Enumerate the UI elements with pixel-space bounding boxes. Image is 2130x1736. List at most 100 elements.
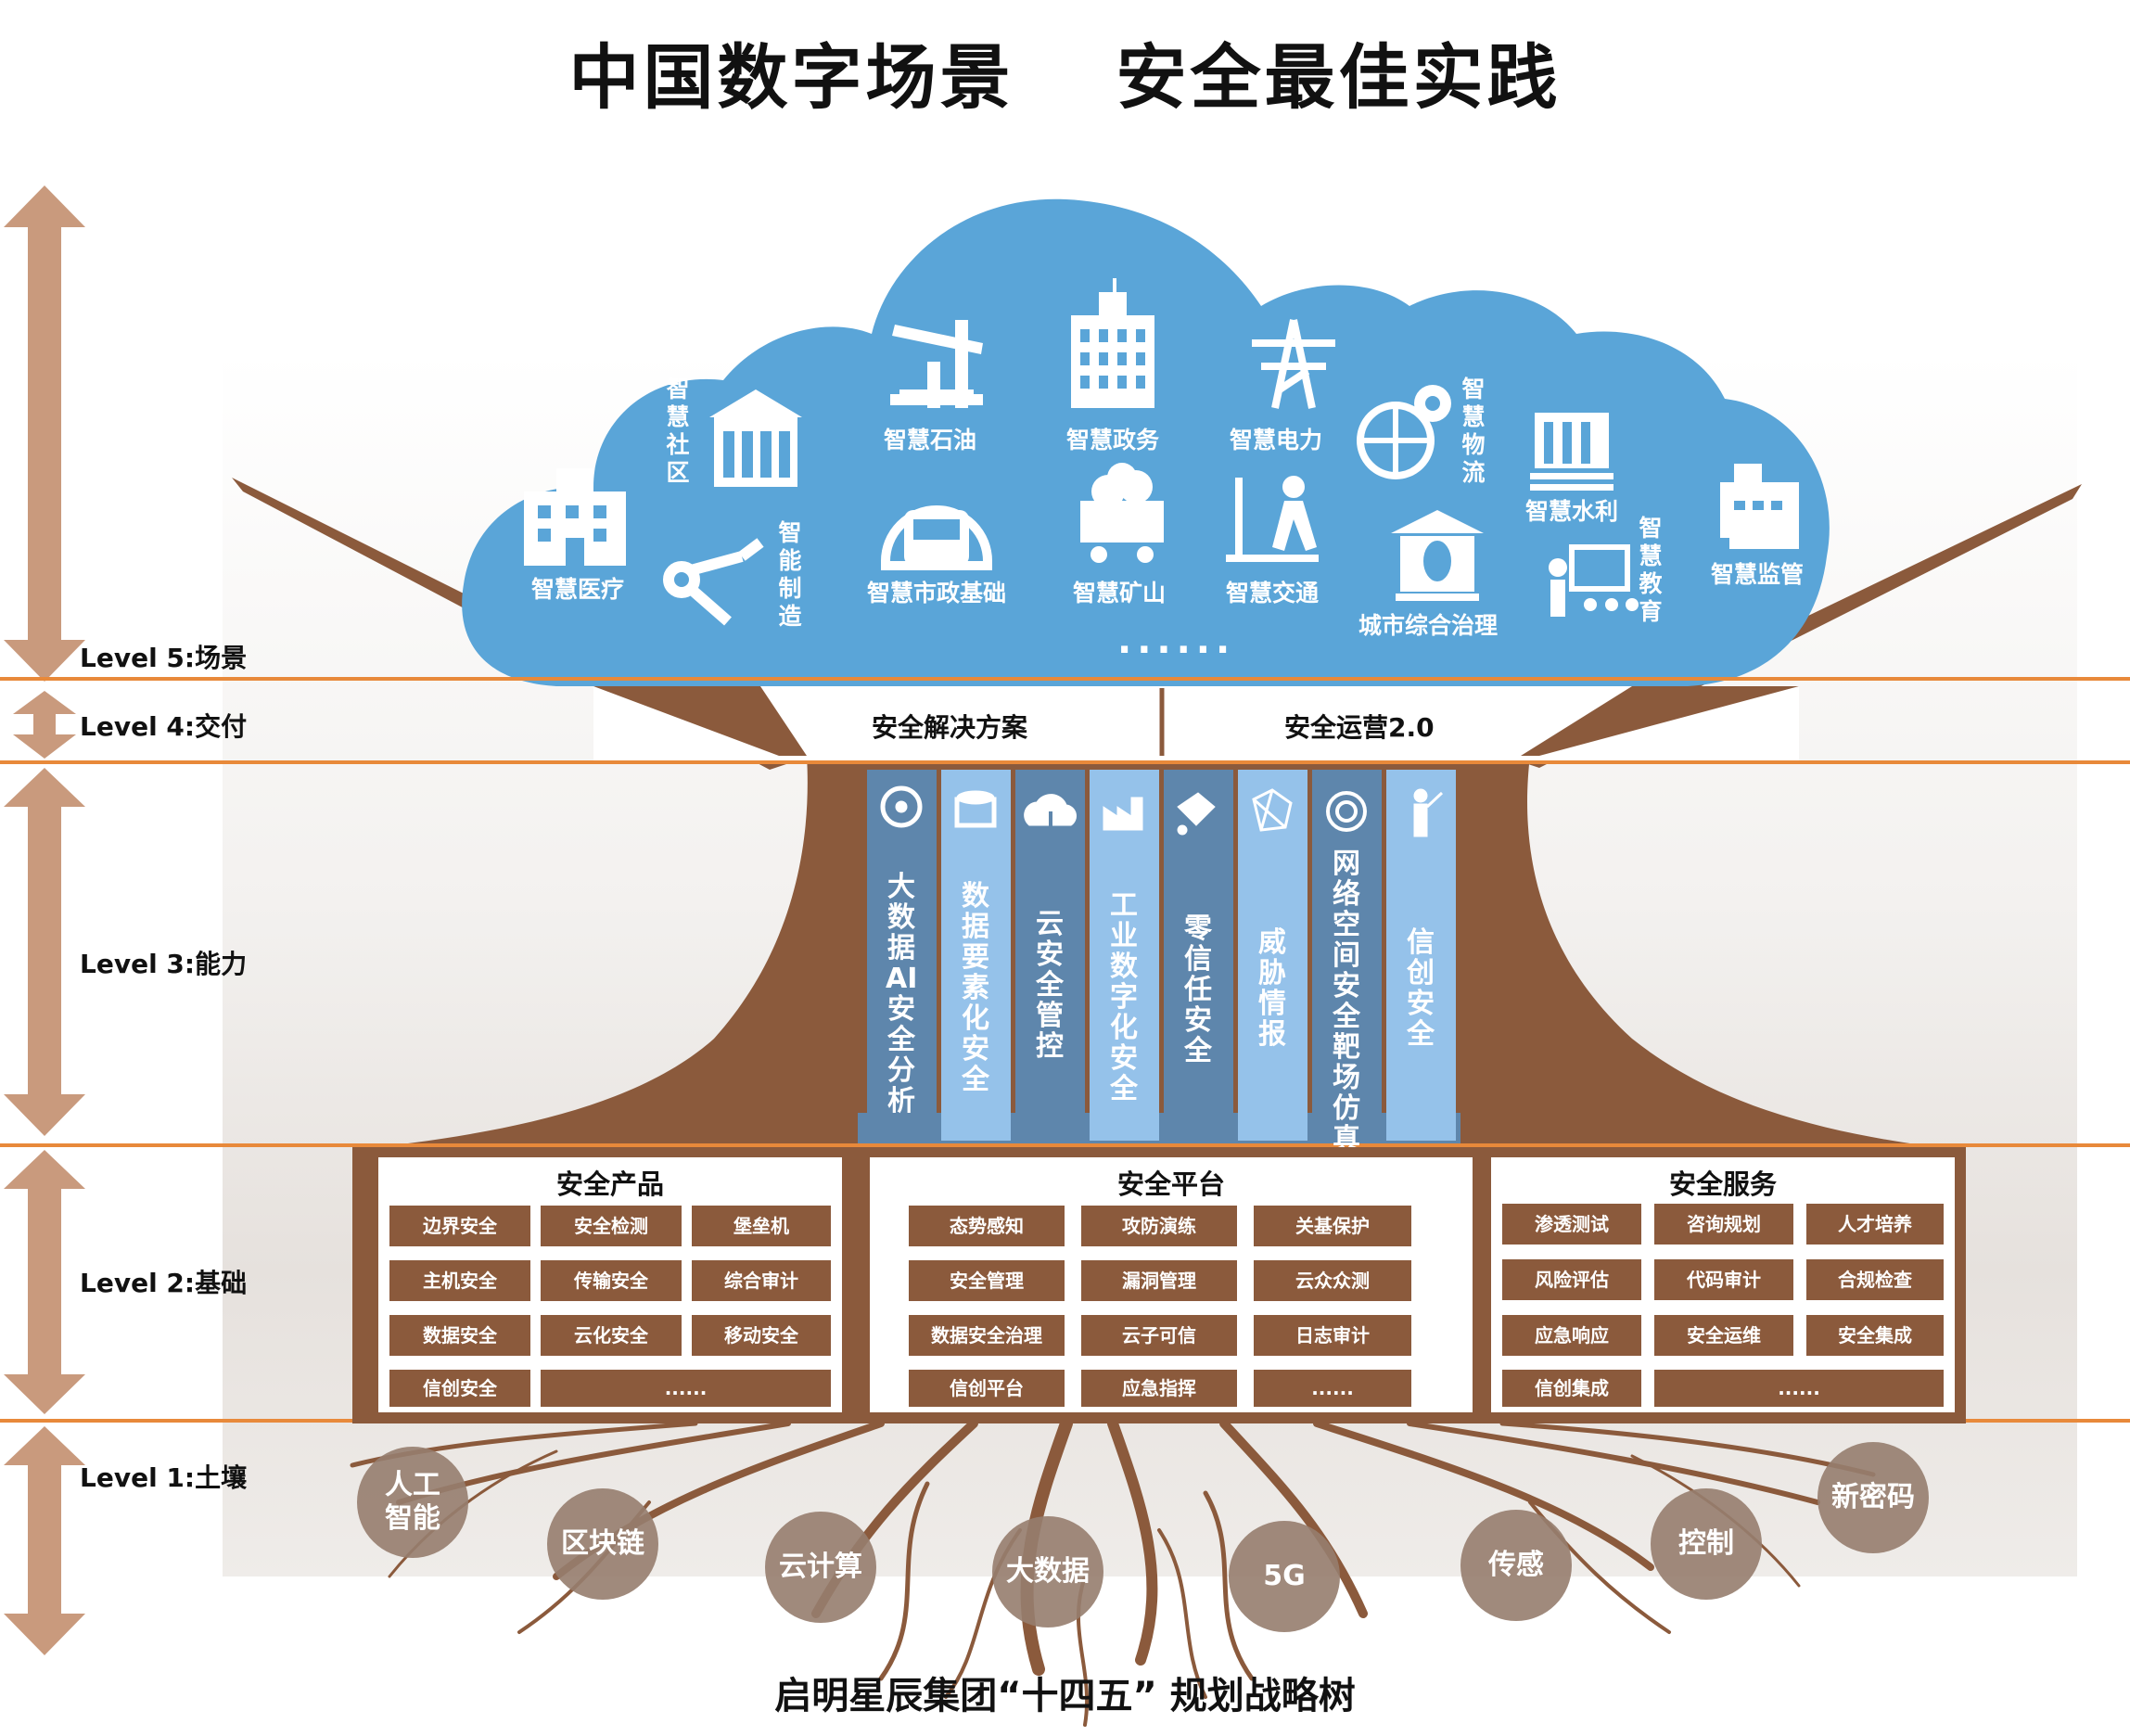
level5-arrow — [4, 185, 85, 682]
ai-head-icon — [880, 785, 923, 828]
soil-cloud-computing-label: 云计算 — [779, 1551, 862, 1583]
water-icon — [1530, 413, 1613, 491]
scene-supervision: 智慧监管 — [1711, 561, 1805, 588]
presenter-icon — [1413, 788, 1444, 837]
platform-item: 信创平台 — [909, 1370, 1065, 1407]
platform-item: 数据安全治理 — [909, 1315, 1065, 1356]
soil-blockchain: 区块链 — [547, 1488, 658, 1600]
delivery-solutions: 安全解决方案 — [872, 712, 1028, 743]
scene-education: 智慧教育 — [1639, 515, 1663, 625]
oil-pump-icon — [890, 320, 983, 408]
services-title: 安全服务 — [1668, 1168, 1777, 1200]
platform-item: 应急指挥 — [1081, 1370, 1237, 1407]
soil-new-crypto: 新密码 — [1818, 1442, 1929, 1553]
pillar-5 — [1164, 770, 1233, 1141]
service-item: 安全运维 — [1654, 1315, 1793, 1356]
product-item: 堡垒机 — [692, 1206, 831, 1246]
product-item: 移动安全 — [692, 1315, 831, 1356]
level-5-label: Level 5:场景 — [80, 643, 248, 673]
platform-box: 安全平台 态势感知 攻防演练 关基保护 安全管理 漏洞管理 云众众测 数据安全治… — [867, 1155, 1475, 1415]
service-item: 风险评估 — [1502, 1259, 1641, 1300]
globe-target-icon — [1326, 791, 1367, 832]
supervision-icon — [1720, 464, 1799, 549]
pillar-1 — [867, 770, 937, 1141]
hospital-icon — [524, 468, 626, 566]
platform-item: 攻防演练 — [1081, 1206, 1237, 1246]
scene-more: ...... — [1117, 619, 1236, 662]
platform-item: 云众众测 — [1254, 1260, 1411, 1301]
page-title: 中国数字场景 安全最佳实践 — [0, 20, 2130, 122]
scene-gov: 智慧政务 — [1066, 427, 1160, 453]
level2-arrow — [4, 1150, 85, 1414]
scene-municipal: 智慧市政基础 — [867, 580, 1007, 606]
product-item: 信创安全 — [389, 1370, 530, 1407]
product-item: 传输安全 — [541, 1260, 682, 1301]
platform-item: 云子可信 — [1081, 1315, 1237, 1356]
education-icon — [1549, 544, 1639, 617]
service-item: 渗透测试 — [1502, 1204, 1641, 1245]
products-title: 安全产品 — [555, 1168, 664, 1200]
scene-community: 智慧社区 — [666, 376, 690, 486]
service-item: 合规检查 — [1806, 1259, 1944, 1300]
soil-5g-label: 5G — [1263, 1560, 1306, 1592]
platform-item: 日志审计 — [1254, 1315, 1411, 1356]
capability-8: 信创安全 — [1407, 926, 1435, 1051]
title-left: 中国数字场景 — [568, 36, 1014, 119]
service-item: 代码审计 — [1654, 1259, 1793, 1300]
product-item: 安全检测 — [541, 1206, 682, 1246]
level1-arrow — [4, 1426, 85, 1655]
services-box: 安全服务 渗透测试 咨询规划 人才培养 风险评估 代码审计 合规检查 应急响应 … — [1488, 1155, 1958, 1415]
service-item: ...... — [1654, 1370, 1944, 1407]
robot-arm-icon — [663, 538, 764, 626]
band-line-3 — [0, 1143, 2130, 1147]
capability-3: 云安全管控 — [1036, 908, 1064, 1063]
product-item: 云化安全 — [541, 1315, 682, 1356]
soil-cloud-computing: 云计算 — [765, 1512, 876, 1623]
mine-cart-icon — [1080, 463, 1164, 563]
soil-control-label: 控制 — [1678, 1527, 1734, 1560]
government-icon — [1071, 278, 1154, 408]
capability-7: 网络空间安全靶场仿真 — [1333, 848, 1360, 1155]
capability-6: 威胁情报 — [1258, 926, 1286, 1051]
soil-ai: 人工智能 — [357, 1447, 468, 1558]
product-item: 主机安全 — [389, 1260, 530, 1301]
title-right: 安全最佳实践 — [1116, 36, 1562, 119]
scene-medical: 智慧医疗 — [531, 576, 625, 603]
level3-arrow — [4, 768, 85, 1136]
scene-power: 智慧电力 — [1230, 427, 1323, 453]
soil-sensing: 传感 — [1460, 1510, 1572, 1621]
platform-item: ...... — [1254, 1370, 1411, 1407]
soil-5g: 5G — [1229, 1521, 1340, 1632]
soil-ai-label: 人工智能 — [385, 1469, 440, 1535]
factory-icon — [1103, 797, 1143, 831]
products-box: 安全产品 边界安全 安全检测 堡垒机 主机安全 传输安全 综合审计 数据安全 云… — [376, 1155, 845, 1415]
band-line-5 — [0, 677, 2130, 681]
level-2-label: Level 2:基础 — [80, 1268, 248, 1298]
network-icon — [1252, 788, 1293, 832]
community-icon — [709, 389, 802, 487]
level4-arrow — [13, 691, 76, 759]
soil-control: 控制 — [1651, 1488, 1762, 1600]
soil-big-data: 大数据 — [992, 1516, 1103, 1628]
service-item: 信创集成 — [1502, 1370, 1641, 1407]
level-3-label: Level 3:能力 — [80, 949, 248, 979]
pillar-4 — [1090, 770, 1159, 1141]
platform-item: 安全管理 — [909, 1260, 1065, 1301]
scene-city: 城市综合治理 — [1358, 612, 1499, 639]
band-line-4 — [0, 760, 2130, 764]
delivery-left-edge — [593, 686, 807, 756]
capability-1: 大数据AI安全分析 — [886, 871, 918, 1117]
service-item: 安全集成 — [1806, 1315, 1944, 1356]
cloud-icon — [1024, 794, 1077, 835]
soil-new-crypto-label: 新密码 — [1831, 1481, 1915, 1513]
capability-5: 零信任安全 — [1184, 913, 1212, 1067]
capability-2: 数据要素化安全 — [962, 880, 989, 1096]
delivery-right-edge — [1521, 686, 1799, 756]
scene-manufacturing: 智能制造 — [778, 519, 802, 630]
soil-blockchain-label: 区块链 — [561, 1527, 644, 1560]
level-arrows — [4, 185, 85, 1655]
database-icon — [954, 790, 997, 828]
